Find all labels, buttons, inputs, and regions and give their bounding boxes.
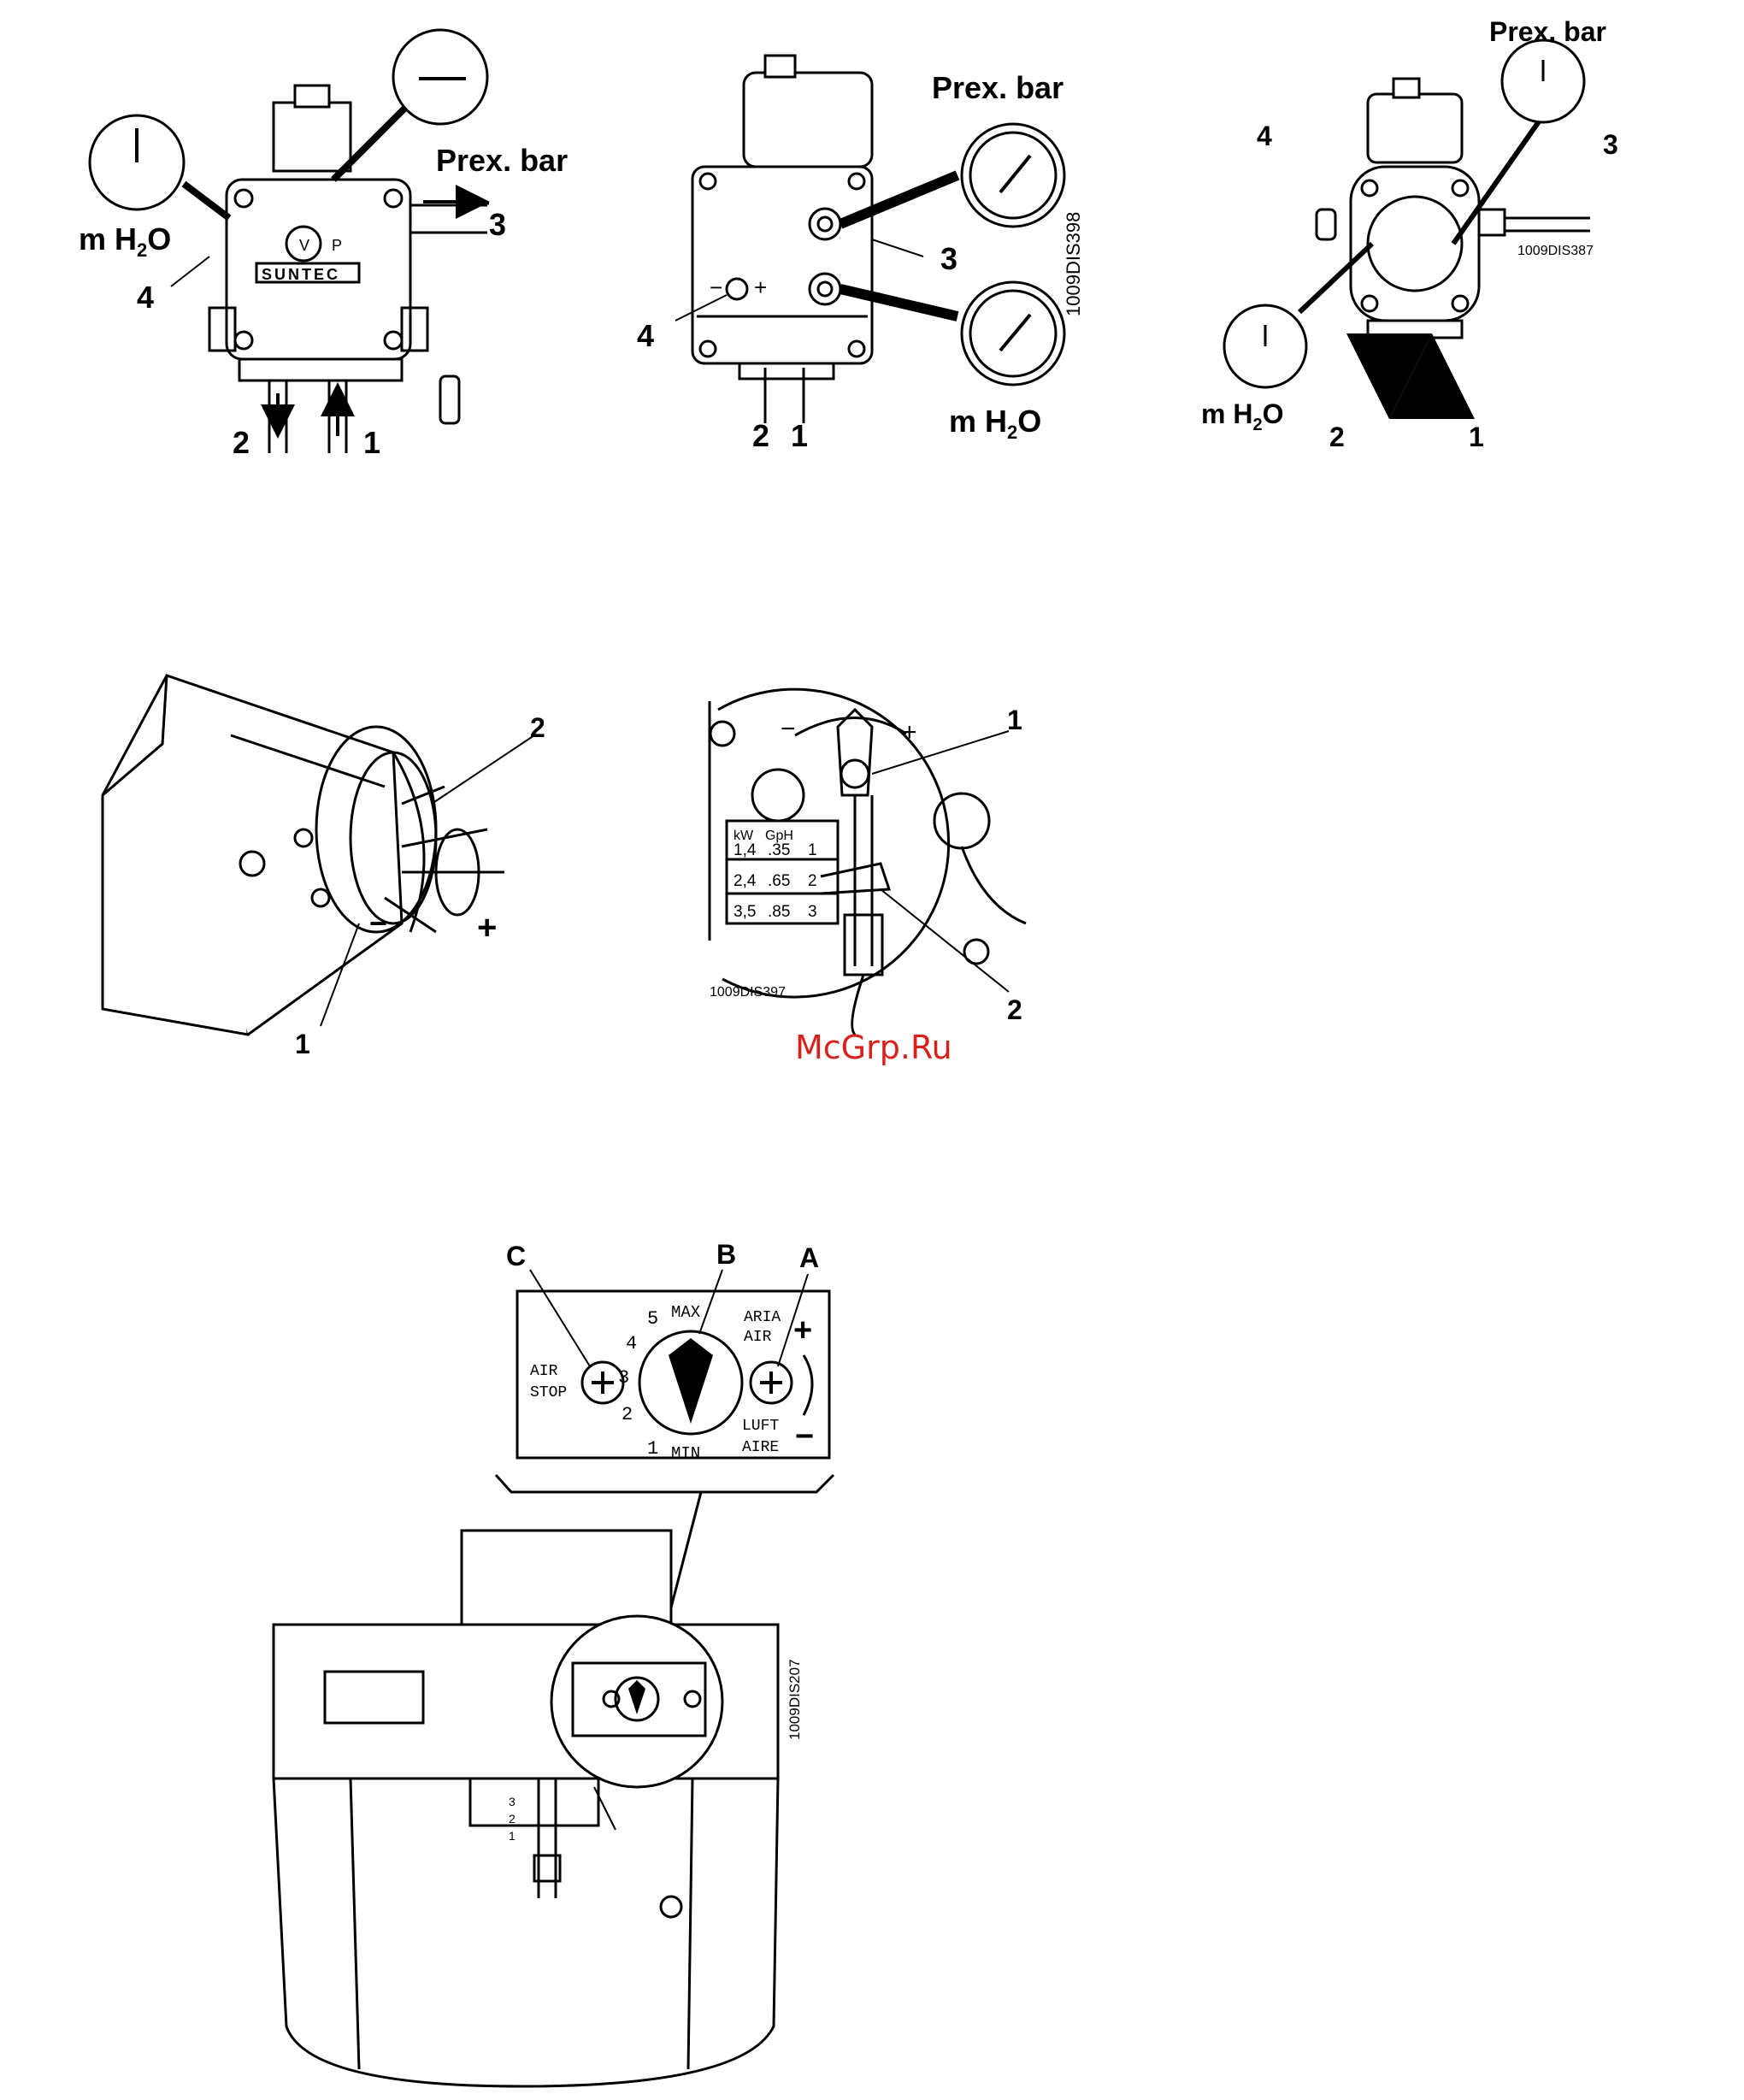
- pump-c-callout-4: 4: [1257, 121, 1272, 151]
- pump-c-callout-2: 2: [1329, 422, 1345, 452]
- pump-b-body: [692, 167, 872, 363]
- air-label-air: AIR: [744, 1329, 772, 1346]
- pump-a-nozzle-icon: [440, 376, 459, 423]
- pump-a-port-v: V: [299, 237, 309, 254]
- pump-c-solenoid: [1368, 94, 1462, 162]
- pump-c-callout-1: 1: [1469, 422, 1484, 452]
- pump-b-callout-3: 3: [940, 241, 957, 276]
- air-stop-label-2: STOP: [530, 1384, 567, 1401]
- head-right-row-1-pos: 1: [808, 841, 817, 859]
- air-label-aire: AIRE: [742, 1439, 779, 1456]
- pump-b-callout-4: 4: [637, 318, 654, 353]
- head-left-callout-1: 1: [295, 1029, 310, 1059]
- pump-a-solenoid: [274, 103, 351, 171]
- pump-a-port-p: P: [332, 237, 342, 254]
- watermark: McGrp.Ru: [795, 1029, 952, 1066]
- pump-c-adjust-screw-icon: [1317, 209, 1335, 239]
- pump-b-adjust-minus: −: [710, 274, 722, 300]
- head-left-callout-2: 2: [530, 712, 545, 743]
- callout-c: C: [506, 1241, 526, 1271]
- head-right-callout-2: 2: [1007, 994, 1022, 1025]
- head-left-diagram: [103, 675, 534, 1035]
- dial-max: MAX: [671, 1303, 701, 1322]
- head-left-minus: −: [369, 905, 387, 941]
- pump-b-callout-1: 1: [791, 418, 808, 453]
- head-right-row-3-gph: .85: [768, 903, 790, 921]
- head-right-code: 1009DIS397: [710, 985, 786, 1000]
- position-mark-1: 1: [509, 1829, 516, 1843]
- head-right-callout-1: 1: [1007, 705, 1022, 735]
- pump-a-label-prex: Prex. bar: [436, 143, 568, 178]
- head-right-row-3-pos: 3: [808, 903, 817, 921]
- pump-b-diagram: [675, 56, 1064, 423]
- dial-min: MIN: [671, 1444, 700, 1463]
- pump-a-callout-2: 2: [233, 425, 250, 460]
- head-right-row-2-kw: 2,4: [734, 872, 757, 890]
- air-minus: −: [795, 1419, 814, 1454]
- pump-a-label-mh2o: m H2O: [79, 221, 171, 261]
- position-mark-3: 3: [509, 1795, 516, 1808]
- air-stop-label-1: AIR: [530, 1363, 558, 1380]
- pump-b-label-mh2o: m H2O: [949, 404, 1041, 443]
- head-right-row-1-kw: 1,4: [734, 841, 757, 859]
- head-left-plus: +: [477, 909, 497, 947]
- pump-a-brand: SUNTEC: [262, 266, 340, 283]
- pump-c-label-prex: Prex. bar: [1489, 16, 1606, 47]
- pump-b-label-prex: Prex. bar: [932, 70, 1063, 105]
- dial-scale-1: 1: [647, 1438, 658, 1460]
- head-right-minus: −: [781, 715, 796, 743]
- dial-scale-2: 2: [622, 1404, 633, 1425]
- figure3-code: 1009DIS207: [787, 1659, 803, 1740]
- pump-c-diagram: [1224, 40, 1590, 387]
- dial-scale-5: 5: [647, 1308, 658, 1330]
- pump-c-callout-3: 3: [1603, 129, 1618, 160]
- pump-a-callout-4-leader: [171, 257, 209, 286]
- pump-a-callout-3: 3: [489, 207, 506, 242]
- head-right-row-1-gph: .35: [768, 841, 790, 859]
- pump-b-code: 1009DIS398: [1063, 212, 1084, 316]
- head-right-plus: +: [902, 718, 917, 746]
- dial-scale-4: 4: [626, 1333, 637, 1354]
- pump-b-solenoid: [744, 73, 872, 167]
- pump-b-adjust-plus: +: [754, 274, 767, 300]
- position-mark-2: 2: [509, 1812, 516, 1826]
- head-right-row-3-kw: 3,5: [734, 903, 756, 921]
- head-right-row-2-pos: 2: [808, 872, 817, 890]
- air-label-aria: ARIA: [744, 1309, 781, 1326]
- pump-b-callout-2: 2: [752, 418, 769, 453]
- pump-c-code: 1009DIS387: [1517, 244, 1594, 258]
- air-plus: +: [793, 1312, 812, 1348]
- pump-c-label-mh2o: m H2O: [1201, 398, 1283, 434]
- head-right-row-2-gph: .65: [768, 872, 790, 890]
- pump-a-callout-4: 4: [137, 280, 154, 315]
- callout-a: A: [799, 1242, 819, 1273]
- callout-b: B: [716, 1239, 736, 1270]
- pump-a-callout-1: 1: [363, 425, 380, 460]
- air-label-luft: LUFT: [742, 1418, 779, 1435]
- head-right-diagram: [710, 689, 1026, 1035]
- dial-scale-3: 3: [618, 1367, 629, 1389]
